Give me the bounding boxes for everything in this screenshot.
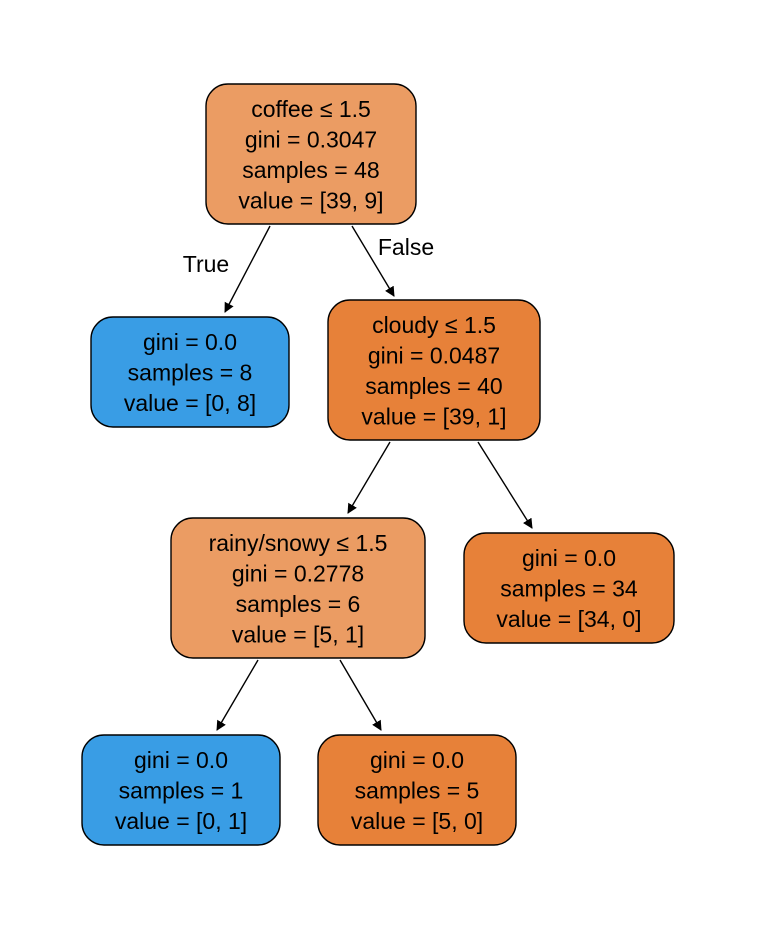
tree-node-n4: gini = 0.0 samples = 34 value = [34, 0] [463, 532, 675, 644]
node-line: value = [0, 8] [124, 390, 256, 416]
edge-n0-n1 [224, 225, 271, 313]
node-line: value = [5, 0] [351, 808, 483, 834]
node-line: samples = 1 [119, 778, 244, 804]
edge-n3-n5 [216, 659, 259, 731]
node-line: gini = 0.0 [134, 747, 228, 773]
node-box [90, 316, 290, 428]
nodes-layer: coffee ≤ 1.5 gini = 0.3047 samples = 48 val… [81, 83, 675, 846]
tree-node-n3: rainy/snowy ≤ 1.5 gini = 0.2778 samples = … [170, 517, 426, 659]
node-line: value = [5, 1] [232, 621, 364, 647]
edge-label-false: False [378, 234, 434, 260]
node-line: gini = 0.0 [143, 329, 237, 355]
node-line: samples = 48 [242, 157, 379, 183]
edge-n0-n2 [351, 225, 395, 297]
node-line: gini = 0.0487 [368, 342, 500, 368]
tree-node-n2: cloudy ≤ 1.5 gini = 0.0487 samples = 40 val… [327, 299, 541, 441]
node-line: gini = 0.2778 [232, 560, 364, 586]
node-line: coffee ≤ 1.5 [251, 96, 371, 122]
node-line: cloudy ≤ 1.5 [372, 312, 496, 338]
node-line: value = [39, 1] [361, 403, 506, 429]
node-line: rainy/snowy ≤ 1.5 [209, 530, 388, 556]
edge-label-true: True [183, 251, 229, 277]
node-line: value = [0, 1] [115, 808, 247, 834]
node-box [170, 517, 426, 659]
tree-node-n1: gini = 0.0 samples = 8 value = [0, 8] [90, 316, 290, 428]
node-box [317, 734, 517, 846]
node-line: gini = 0.0 [522, 545, 616, 571]
tree-node-n5: gini = 0.0 samples = 1 value = [0, 1] [81, 734, 281, 846]
node-line: gini = 0.0 [370, 747, 464, 773]
node-box [327, 299, 541, 441]
node-line: samples = 6 [236, 591, 361, 617]
edge-n3-n6 [339, 659, 382, 731]
tree-node-n0: coffee ≤ 1.5 gini = 0.3047 samples = 48 val… [205, 83, 417, 225]
node-line: samples = 40 [365, 373, 502, 399]
edges-layer: True False [183, 225, 533, 731]
tree-node-n6: gini = 0.0 samples = 5 value = [5, 0] [317, 734, 517, 846]
node-line: samples = 34 [500, 576, 638, 602]
node-line: samples = 5 [355, 778, 480, 804]
node-line: value = [34, 0] [496, 606, 641, 632]
edge-n2-n3 [347, 441, 391, 514]
node-line: samples = 8 [128, 360, 253, 386]
node-box [205, 83, 417, 225]
node-line: gini = 0.3047 [245, 126, 377, 152]
node-line: value = [39, 9] [238, 187, 383, 213]
edge-n2-n4 [477, 441, 533, 529]
node-box [463, 532, 675, 644]
node-box [81, 734, 281, 846]
